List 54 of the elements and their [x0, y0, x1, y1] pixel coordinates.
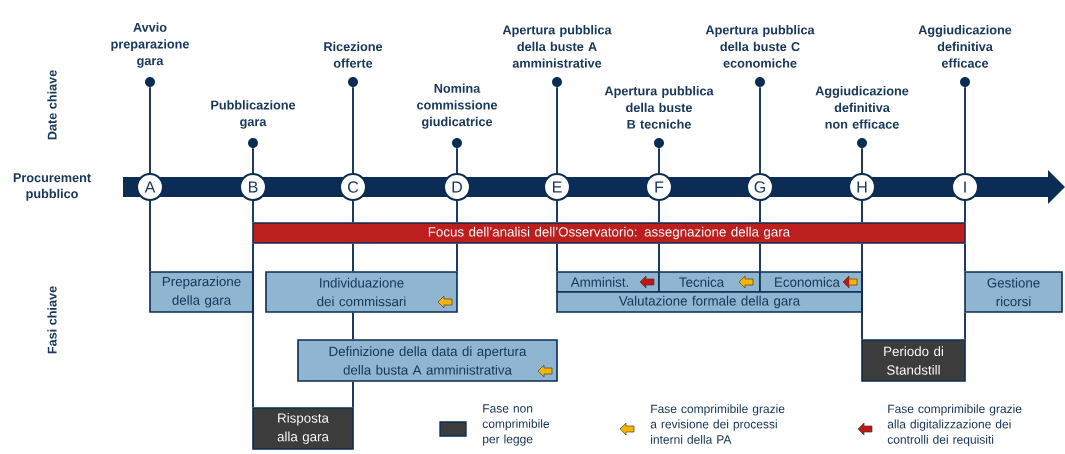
connector-line: [658, 200, 660, 224]
pin-line: [861, 147, 863, 174]
pin-line: [149, 86, 151, 174]
connector-line: [149, 200, 151, 273]
connector-line: [252, 200, 254, 224]
phase-box: Periodo di Standstill: [861, 339, 966, 382]
phase-box: Tecnica: [658, 271, 761, 293]
timeline-label: Procurement pubblico: [13, 173, 91, 201]
phase-box: Economica: [759, 271, 863, 293]
pin-line: [252, 147, 254, 174]
connector-line: [352, 311, 354, 341]
connector-line: [964, 200, 966, 224]
date-label: Avvio preparazione gara: [111, 22, 189, 68]
date-label: Apertura pubblica della buste C economiche: [705, 25, 815, 68]
phase-box: Gestione ricorsi: [964, 271, 1063, 313]
date-label: Aggiudicazione definitiva efficace: [918, 25, 1012, 68]
connector-line: [352, 200, 354, 224]
phase-box: Risposta alla gara: [252, 407, 354, 450]
connector-line: [252, 242, 254, 409]
pin-line: [456, 147, 458, 174]
legend-text: Fase non comprimibile per legge: [482, 404, 550, 446]
connector-line: [352, 242, 354, 273]
phase-box: Preparazione della gara: [149, 271, 254, 313]
phase-box: Amminist.: [556, 271, 660, 293]
pin-line: [759, 86, 761, 174]
legend-text: Fase comprimibile grazie a revisione dei processi interni della PA: [650, 404, 785, 444]
phase-box: Individuazione dei commissari: [265, 271, 458, 313]
date-label: Nomina commissione giudicatrice: [417, 83, 498, 129]
date-label: Aggiudicazione definitiva non efficace: [815, 86, 909, 129]
connector-line: [964, 311, 966, 341]
pin-line: [352, 86, 354, 174]
connector-line: [759, 200, 761, 224]
connector-line: [861, 242, 863, 341]
pin-line: [556, 86, 558, 174]
connector-line: [456, 242, 458, 273]
pin-line: [658, 147, 660, 174]
focus-bar: Focus dell’analisi dell’Osservatorio: assegnazione della gara: [252, 222, 966, 244]
connector-line: [658, 242, 660, 273]
legend-text: Fase comprimibile grazie alla digitalizzazione dei controlli dei requisiti: [887, 404, 1022, 447]
date-label: Apertura pubblica della buste B tecniche: [604, 86, 714, 129]
connector-line: [556, 200, 558, 224]
connector-line: [964, 242, 966, 273]
connector-line: [456, 200, 458, 224]
connector-line: [759, 242, 761, 273]
side-label: Fasi chiave: [47, 286, 57, 354]
date-label: Ricezione offerte: [324, 41, 383, 68]
date-label: Pubblicazione gara: [211, 100, 296, 129]
connector-line: [352, 380, 354, 409]
date-label: Apertura pubblica della buste A amministrative: [502, 25, 612, 68]
connector-line: [861, 200, 863, 224]
side-label: Date chiave: [47, 70, 57, 140]
connector-line: [556, 242, 558, 273]
phase-box: Definizione della data di apertura della busta A amministrativa: [297, 339, 558, 382]
pin-line: [964, 86, 966, 174]
